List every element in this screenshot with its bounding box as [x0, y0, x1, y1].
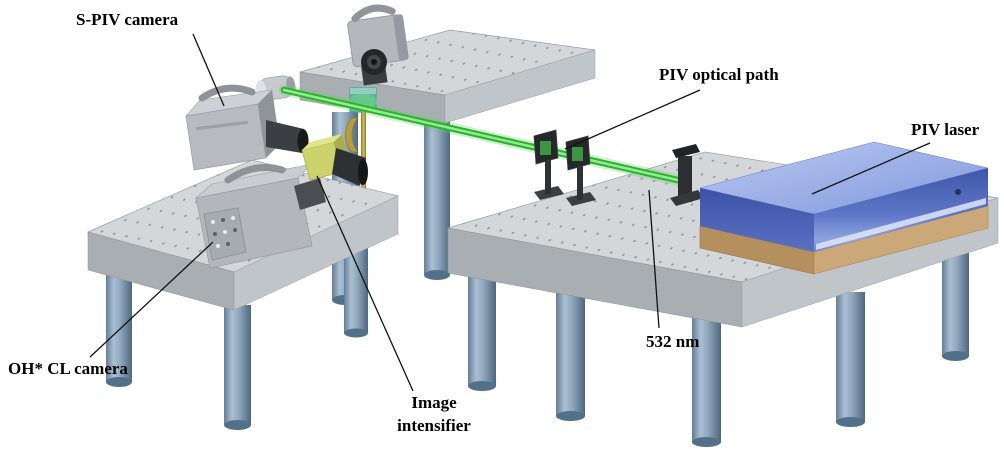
mirror-mount — [565, 135, 596, 206]
leader-line-532nm — [648, 189, 660, 329]
table-leg — [836, 292, 865, 427]
table-leg — [424, 115, 450, 280]
camera-control-panel — [203, 207, 247, 261]
laser-output-periscope — [670, 144, 704, 206]
leader-line-spiv-camera — [192, 33, 225, 107]
label-spiv-camera: S-PIV camera — [76, 10, 179, 29]
spiv-camera — [185, 84, 309, 171]
table-leg — [556, 292, 585, 421]
table-leg — [468, 268, 496, 391]
piv-laser-head — [699, 141, 989, 275]
leader-line-image-intensifier — [316, 175, 414, 392]
table-leg — [224, 305, 251, 430]
oh-cl-camera — [194, 163, 326, 269]
table-leg — [692, 318, 721, 447]
laser-logo-dot — [955, 189, 961, 195]
label-image-intensifier-line2: intensifier — [397, 415, 471, 435]
label-image-intensifier: Image intensifier — [382, 392, 486, 438]
label-532nm: 532 nm — [646, 332, 700, 351]
leader-line-oh-cl-camera — [89, 241, 214, 358]
top-view-camera — [347, 4, 409, 86]
leader-line-piv-laser — [811, 142, 931, 195]
mirror-mount — [533, 129, 564, 200]
label-piv-optical-path: PIV optical path — [659, 65, 779, 84]
leader-lines — [89, 33, 931, 392]
table-leg — [942, 238, 969, 361]
leader-line-piv-optical-path — [564, 89, 701, 150]
label-oh-cl-camera: OH* CL camera — [8, 359, 128, 378]
label-image-intensifier-line1: Image — [411, 393, 457, 412]
image-intensifier — [301, 134, 368, 186]
label-piv-laser: PIV laser — [911, 120, 980, 139]
